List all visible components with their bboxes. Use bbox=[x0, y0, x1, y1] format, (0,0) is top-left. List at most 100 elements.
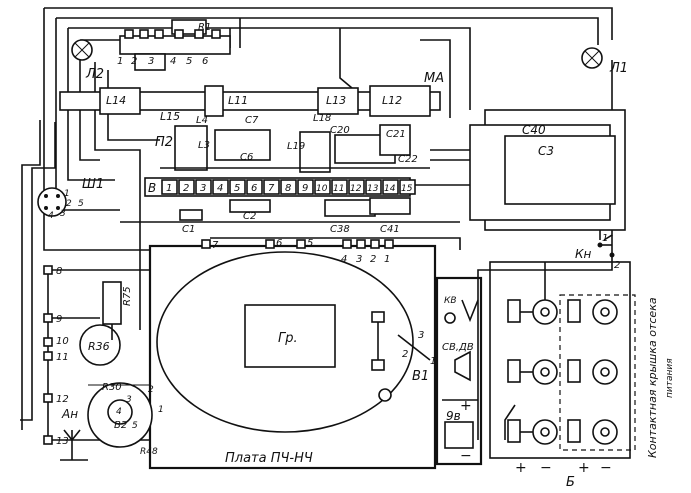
pin-label: 2 bbox=[66, 199, 72, 209]
antenna-label: Ан bbox=[61, 407, 78, 421]
kv-label: КВ bbox=[444, 296, 457, 306]
pin-label: 5 bbox=[132, 421, 138, 431]
c41-label: C41 bbox=[380, 224, 400, 235]
ma-label: МА bbox=[424, 71, 444, 86]
terminal-label: 2 bbox=[183, 183, 189, 194]
r1-pin: 1 bbox=[117, 56, 123, 67]
band-panel bbox=[435, 276, 483, 466]
battery-minus-right: − bbox=[600, 460, 612, 476]
l15-label: L15 bbox=[160, 110, 180, 123]
pin-label: 2 bbox=[370, 254, 376, 265]
c3-label: C3 bbox=[538, 144, 554, 158]
l11-label: L11 bbox=[228, 94, 248, 107]
c40-label: C40 bbox=[522, 123, 546, 137]
pin-label: 5 bbox=[78, 199, 84, 209]
l14-label: L14 bbox=[106, 94, 126, 107]
r1-pin: 3 bbox=[148, 56, 154, 67]
terminal-label: 14 bbox=[384, 184, 396, 194]
pin-label: 4 bbox=[48, 211, 54, 221]
resistor-block bbox=[79, 281, 122, 366]
pin-label: 3 bbox=[126, 395, 132, 405]
r1-pin: 5 bbox=[186, 56, 192, 67]
pin-label: 3 bbox=[60, 209, 66, 219]
l12-label: L12 bbox=[382, 94, 402, 107]
r48-label: R48 bbox=[140, 447, 158, 457]
r1-pin: 4 bbox=[170, 56, 176, 67]
board-top-pin-labels: 7 6 5 4 3 2 1 bbox=[212, 238, 390, 265]
terminal-label: 5 bbox=[234, 183, 240, 194]
l4-label: L4 bbox=[196, 115, 208, 126]
pin-label: 8 bbox=[56, 266, 62, 277]
speaker-label: Гр. bbox=[278, 331, 298, 346]
pin-label: 1 bbox=[158, 405, 164, 415]
battery-label: Б bbox=[566, 475, 575, 490]
c22-label: C22 bbox=[398, 154, 418, 165]
pin-label: 1 bbox=[64, 189, 70, 199]
r75-label: R75 bbox=[122, 286, 133, 306]
pin-label: 1 bbox=[384, 254, 390, 265]
board-top-pins bbox=[201, 239, 394, 249]
p2-label: П2 bbox=[155, 135, 173, 150]
pin-label: 1 bbox=[430, 356, 436, 367]
terminal-label: 7 bbox=[268, 183, 275, 194]
c1-label: C1 bbox=[182, 224, 195, 235]
pin-label: 2 bbox=[402, 349, 408, 360]
pin-label: 2 bbox=[148, 385, 154, 395]
terminal-label: 9 bbox=[302, 183, 308, 194]
l3-label: L3 bbox=[198, 140, 210, 151]
lamp-l1-label: Л1 bbox=[609, 61, 628, 76]
magnetic-antenna bbox=[59, 85, 441, 117]
compartment-label-2: питания bbox=[665, 358, 675, 398]
lamp-l2-icon bbox=[71, 39, 93, 61]
c38-label: C38 bbox=[330, 224, 350, 235]
r1-pin: 6 bbox=[202, 56, 208, 67]
button-pin: 2 bbox=[614, 260, 620, 271]
battery-compartment bbox=[489, 261, 636, 459]
b2-pin-labels: 1 2 3 4 5 bbox=[116, 385, 164, 431]
terminal-label: 12 bbox=[350, 184, 362, 194]
c6-label: C6 bbox=[240, 152, 253, 163]
c7-label: C7 bbox=[245, 115, 259, 126]
panel-plus-label: + bbox=[460, 398, 472, 414]
lamp-l1-icon bbox=[581, 47, 603, 69]
button-pin: 1 bbox=[602, 233, 608, 244]
button-kn bbox=[477, 242, 615, 440]
battery-plus-left: + bbox=[515, 460, 527, 476]
r30-label: R30 bbox=[102, 382, 122, 393]
terminal-label: 10 bbox=[316, 184, 328, 194]
r1-label: R1 bbox=[198, 22, 211, 33]
if-lf-board bbox=[148, 244, 437, 470]
battery-plus-right: + bbox=[578, 460, 590, 476]
board-label: Плата ПЧ-НЧ bbox=[225, 451, 313, 466]
component-block bbox=[155, 124, 470, 186]
pin-label: 12 bbox=[56, 394, 69, 405]
terminal-label: 1 bbox=[166, 183, 172, 194]
switch-b-label: В bbox=[148, 181, 156, 195]
c20-label: C20 bbox=[330, 125, 350, 136]
battery-voltage-label: 9в bbox=[446, 409, 461, 423]
socket-sh1-label: Ш1 bbox=[82, 177, 104, 192]
l18-label: L18 bbox=[313, 113, 331, 124]
r1-terminal-strip bbox=[119, 19, 231, 71]
switch-pin-labels: 1 2 3 bbox=[402, 330, 436, 367]
terminal-label: 3 bbox=[200, 183, 206, 194]
terminal-label: 11 bbox=[333, 184, 344, 194]
pin-label: 4 bbox=[341, 254, 347, 265]
l19-label: L19 bbox=[287, 141, 305, 152]
panel-minus-label: − bbox=[460, 448, 472, 464]
c2-label: C2 bbox=[243, 211, 256, 222]
pin-label: 13 bbox=[56, 436, 69, 447]
switch-terminal-strip bbox=[144, 177, 416, 197]
switch-b1-label: B1 bbox=[412, 369, 429, 384]
terminal-label: 15 bbox=[401, 184, 413, 194]
pin-label: 6 bbox=[276, 238, 282, 249]
lower-capacitors bbox=[120, 197, 461, 250]
terminal-label: 4 bbox=[217, 183, 223, 194]
button-kn-label: Кн bbox=[575, 247, 592, 261]
lamp-l2-label: Л2 bbox=[85, 67, 104, 82]
terminal-label: 8 bbox=[285, 183, 291, 194]
terminal-label: 13 bbox=[367, 184, 379, 194]
variable-capacitor bbox=[430, 109, 626, 231]
pin-label: 5 bbox=[307, 238, 313, 249]
